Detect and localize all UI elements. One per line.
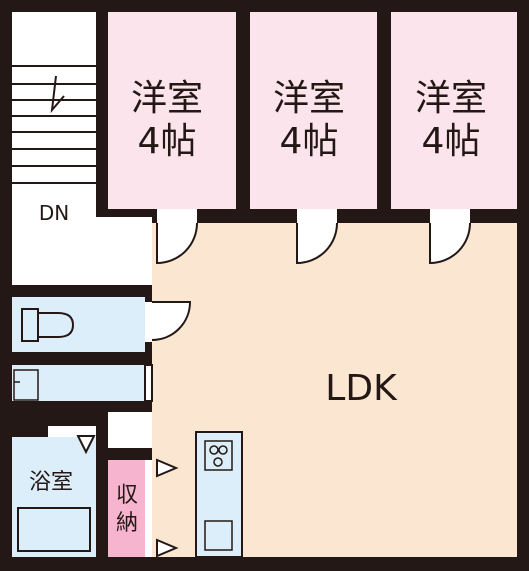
ldk-label: LDK xyxy=(325,368,398,409)
door-toilet xyxy=(145,301,192,342)
door-storage xyxy=(145,458,179,558)
door-western-room-2 xyxy=(296,209,338,265)
storage-label-line2: 納 xyxy=(116,511,138,536)
sink-icon xyxy=(204,520,233,551)
storage: 収 納 xyxy=(108,460,145,557)
storage-label-line1: 収 xyxy=(116,483,138,508)
western-room-3: 洋室 4帖 xyxy=(391,12,517,209)
western-room-3-size: 4帖 xyxy=(422,121,481,162)
stove-icon xyxy=(204,440,233,471)
washbasin-icon xyxy=(13,369,39,401)
ldk-room: LDK xyxy=(152,223,517,557)
western-room-1-name: 洋室 xyxy=(131,78,203,119)
staircase xyxy=(12,65,96,184)
stair-direction-arrow xyxy=(50,75,65,114)
western-room-2: 洋室 4帖 xyxy=(250,12,377,209)
door-western-room-3 xyxy=(429,209,471,265)
toilet-icon xyxy=(21,308,75,342)
western-room-3-name: 洋室 xyxy=(415,78,487,119)
western-room-2-name: 洋室 xyxy=(273,78,345,119)
kitchen-counter xyxy=(195,431,243,558)
stair-direction-label: DN xyxy=(39,201,69,225)
western-room-2-size: 4帖 xyxy=(280,121,339,162)
toilet-room xyxy=(12,297,145,352)
bathtub-icon xyxy=(17,507,91,552)
bathroom-label: 浴室 xyxy=(29,470,73,495)
doors xyxy=(48,209,471,558)
stair-hall xyxy=(12,12,152,448)
western-room-1-size: 4帖 xyxy=(138,121,197,162)
door-washroom xyxy=(144,364,153,402)
door-bathroom xyxy=(48,426,96,455)
western-room-1: 洋室 4帖 xyxy=(108,12,236,209)
washroom xyxy=(12,365,145,412)
door-western-room-1 xyxy=(156,209,198,265)
